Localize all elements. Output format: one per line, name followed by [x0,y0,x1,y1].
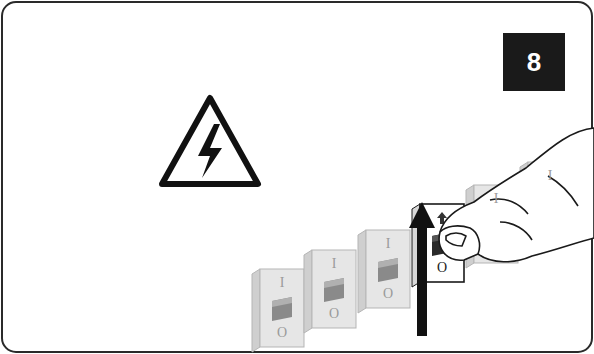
breaker-toggle [324,278,344,302]
circuit-breaker [358,230,410,313]
breaker-toggle [272,297,292,321]
switch-position-mark: I [386,237,391,251]
circuit-breaker [252,269,304,352]
up-arrow [409,202,435,336]
switch-position-mark: I [332,257,337,271]
breaker-face [260,269,304,347]
breaker-toggle [378,258,398,282]
hand [439,128,594,262]
breaker-side [304,250,312,333]
breaker-toggle-top [324,278,344,288]
switch-position-mark: O [437,261,447,275]
breaker-face [366,230,410,308]
breaker-side [252,269,260,352]
switch-position-mark: I [494,192,499,206]
switch-position-mark: O [383,287,393,301]
step-number: 8 [527,47,541,78]
step-number-box: 8 [503,33,565,91]
switch-position-mark: I [280,276,285,290]
breaker-face [312,250,356,328]
breaker-toggle-top [272,297,292,307]
breaker-side [358,230,366,313]
switch-position-mark: I [548,169,553,183]
switch-position-mark: O [277,326,287,340]
circuit-breaker [304,250,356,333]
breaker-toggle-top [378,258,398,268]
warning-symbol [162,98,258,184]
switch-position-mark: O [329,307,339,321]
